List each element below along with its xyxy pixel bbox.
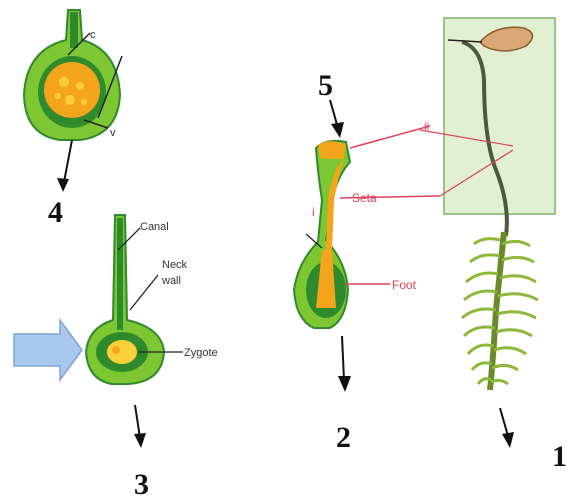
- stage-1-mature-moss-plant: 1: [420, 18, 567, 473]
- stage-3-fertilized-archegonium: Canal Neck wall Zygote 3: [14, 215, 218, 498]
- stage-4-archegonium-venter: c v 4: [24, 10, 122, 229]
- arrow-to-2: [338, 376, 351, 392]
- label-seta: Seta: [352, 191, 377, 205]
- label-foot: Foot: [392, 278, 417, 292]
- stage-2-young-sporophyte: 5 i Seta Foot ii 2: [294, 69, 440, 454]
- label-neck: Neck: [162, 259, 188, 271]
- arrow-to-5: [331, 122, 344, 138]
- number-1: 1: [552, 440, 567, 473]
- label-canal: Canal: [140, 221, 169, 233]
- label-zygote: Zygote: [184, 347, 218, 359]
- arrow-to-4: [57, 178, 69, 192]
- label-wall: wall: [161, 275, 181, 287]
- block-arrow: [14, 320, 82, 380]
- number-4: 4: [48, 196, 63, 229]
- number-5: 5: [318, 69, 333, 102]
- label-v: v: [110, 127, 116, 139]
- zygote: [107, 340, 137, 364]
- arrow-to-3: [134, 433, 146, 448]
- number-3: 3: [134, 468, 149, 498]
- egg-cell: [44, 62, 100, 118]
- arrow-to-1: [502, 432, 514, 448]
- number-2: 2: [336, 421, 351, 454]
- label-c: c: [90, 29, 96, 41]
- label-i: i: [312, 205, 315, 219]
